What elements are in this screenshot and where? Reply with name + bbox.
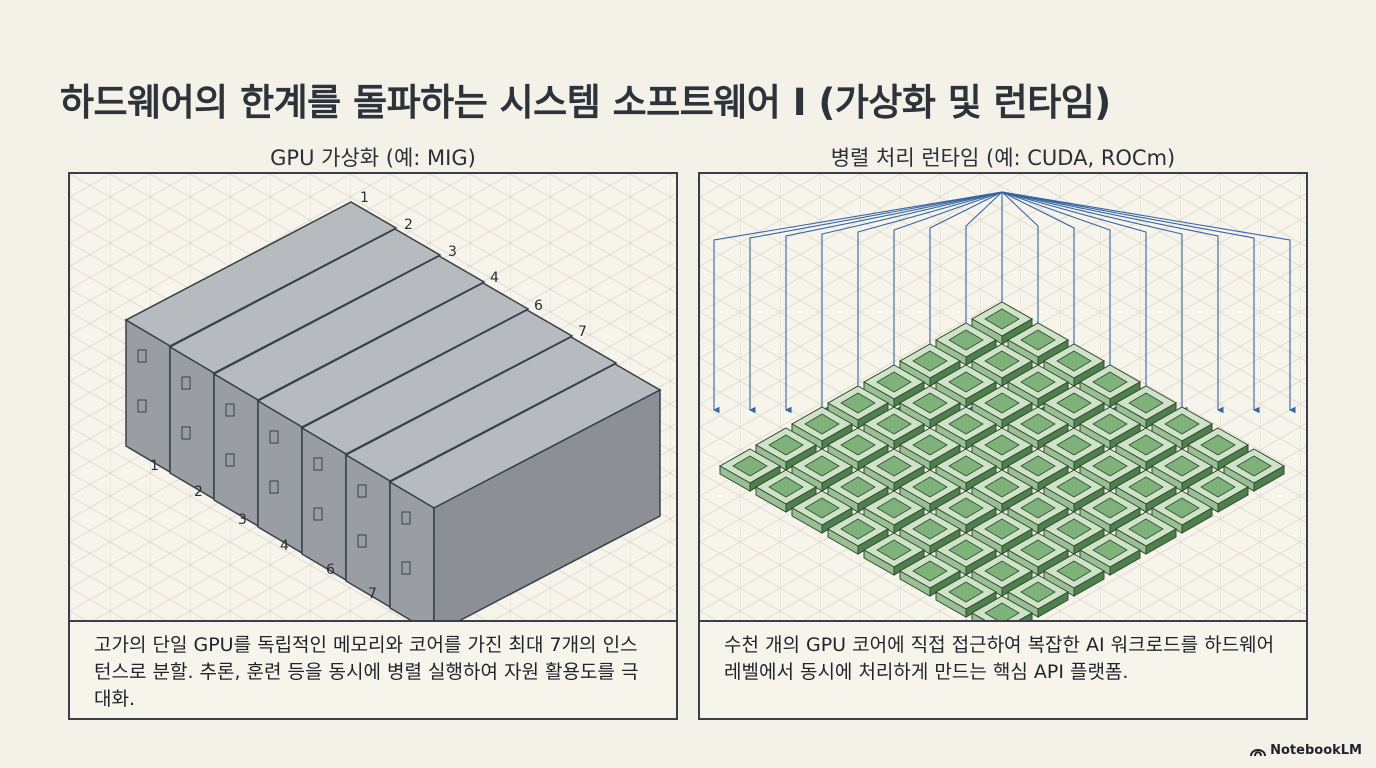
gpu-core-chip <box>1078 406 1142 450</box>
gpu-core-chip <box>826 511 890 555</box>
gpu-core-chip <box>826 427 890 471</box>
partition-label-top: 3 <box>448 244 457 260</box>
gpu-core-chip <box>1006 490 1070 534</box>
gpu-partition-slab <box>300 309 574 582</box>
dispatch-arrow <box>712 191 1003 414</box>
gpu-core-chip <box>898 343 962 387</box>
gpu-core-chip <box>934 574 998 618</box>
dispatch-arrow <box>856 191 1003 414</box>
gpu-core-chip <box>790 406 854 450</box>
partition-label-bottom: 7 <box>368 586 377 602</box>
dispatch-arrow <box>1001 191 1224 414</box>
partition-label-top: 1 <box>360 190 369 206</box>
gpu-core-chip <box>862 532 926 576</box>
gpu-core-chip <box>1078 490 1142 534</box>
gpu-core-chip <box>934 532 998 576</box>
gpu-core-chip <box>898 427 962 471</box>
gpu-core-chip <box>754 469 818 513</box>
mig-partition-illustration: 1 1 2 2 3 3 4 4 6 6 7 7 <box>70 174 676 620</box>
gpu-core-chip <box>1006 448 1070 492</box>
gpu-core-chip <box>1078 532 1142 576</box>
gpu-core-chip <box>1006 406 1070 450</box>
parallel-runtime-caption: 수천 개의 GPU 코어에 직접 접근하여 복잡한 AI 워크로드를 하드웨어 … <box>700 620 1306 718</box>
gpu-core-chip <box>826 469 890 513</box>
partition-label-top: 7 <box>578 324 587 340</box>
parallel-runtime-heading: 병렬 처리 런타임 (예: CUDA, ROCm) <box>830 146 1176 170</box>
gpu-partition-slab <box>256 282 530 555</box>
partition-label-bottom: 1 <box>150 458 159 474</box>
gpu-core-chip <box>898 511 962 555</box>
gpu-core-chip <box>1114 385 1178 429</box>
gpu-core-chip <box>1114 427 1178 471</box>
gpu-core-chip <box>970 385 1034 429</box>
dispatch-arrow <box>892 191 1003 414</box>
partition-label-top: 6 <box>534 298 543 314</box>
dispatch-arrow <box>1001 191 1152 414</box>
gpu-core-chip <box>790 490 854 534</box>
gpu-core-chip <box>1006 322 1070 366</box>
gpu-virtualization-heading: GPU 가상화 (예: MIG) <box>270 146 476 170</box>
gpu-core-chip <box>1042 343 1106 387</box>
gpu-core-chip <box>970 553 1034 597</box>
gpu-core-chip <box>970 427 1034 471</box>
gpu-core-chip <box>934 364 998 408</box>
core-grid-illustration <box>700 174 1306 620</box>
dispatch-arrow <box>820 191 1003 414</box>
dispatch-arrow <box>1001 191 1116 414</box>
partition-label-top: 2 <box>404 217 413 233</box>
brand-logo: NotebookLM <box>1250 743 1362 758</box>
gpu-virtualization-caption: 고가의 단일 GPU를 독립적인 메모리와 코어를 가진 최대 7개의 인스턴스… <box>70 620 676 718</box>
gpu-virtualization-panel: 1 1 2 2 3 3 4 4 6 6 7 7 고가의 단일 GPU를 독립적인 메모리와 코어를 가… <box>68 172 678 720</box>
dispatch-arrow <box>1001 191 1260 414</box>
partition-label-bottom: 3 <box>238 512 247 528</box>
gpu-core-chip <box>934 490 998 534</box>
gpu-core-chip <box>1042 385 1106 429</box>
gpu-partition-slab <box>124 201 398 474</box>
parallel-runtime-panel: 수천 개의 GPU 코어에 직접 접근하여 복잡한 AI 워크로드를 하드웨어 … <box>698 172 1308 720</box>
gpu-core-chip <box>970 301 1034 345</box>
gpu-core-chip <box>1042 511 1106 555</box>
gpu-core-chip <box>970 595 1034 620</box>
partition-label-bottom: 2 <box>194 484 203 500</box>
partition-label-top: 4 <box>490 270 499 286</box>
gpu-core-chip <box>1006 364 1070 408</box>
partition-label-bottom: 4 <box>280 538 289 554</box>
gpu-core-chip <box>898 553 962 597</box>
brand-name: NotebookLM <box>1270 743 1362 758</box>
notebooklm-logo-icon <box>1250 748 1267 756</box>
gpu-core-chip <box>898 469 962 513</box>
gpu-core-chip <box>1042 469 1106 513</box>
gpu-core-chip <box>1186 469 1250 513</box>
gpu-core-chip <box>1114 511 1178 555</box>
gpu-core-chip <box>1150 448 1214 492</box>
gpu-core-chip <box>1042 427 1106 471</box>
gpu-core-chip <box>862 406 926 450</box>
gpu-core-chip <box>1114 469 1178 513</box>
gpu-core-chip <box>1222 448 1286 492</box>
gpu-core-chip <box>970 469 1034 513</box>
gpu-core-chip <box>862 490 926 534</box>
gpu-core-chip <box>1150 490 1214 534</box>
gpu-core-chip <box>862 448 926 492</box>
gpu-core-chip <box>862 364 926 408</box>
gpu-partition-slab <box>388 363 662 620</box>
page-title: 하드웨어의 한계를 돌파하는 시스템 소프트웨어 I (가상화 및 런타임) <box>60 81 1111 124</box>
gpu-core-chip <box>1078 364 1142 408</box>
gpu-core-chip <box>934 448 998 492</box>
gpu-core-chip <box>1006 574 1070 618</box>
gpu-side-face <box>433 388 661 620</box>
dispatch-arrow <box>1001 191 1296 414</box>
gpu-core-chip <box>1042 553 1106 597</box>
dispatch-arrow <box>1001 191 1188 414</box>
partition-label-bottom: 6 <box>326 562 335 578</box>
dispatch-arrow <box>748 191 1003 414</box>
dispatch-arrow <box>784 191 1003 414</box>
gpu-partition-slab <box>168 228 442 501</box>
gpu-core-chip <box>934 406 998 450</box>
gpu-core-chip <box>1006 532 1070 576</box>
gpu-core-chip <box>718 448 782 492</box>
